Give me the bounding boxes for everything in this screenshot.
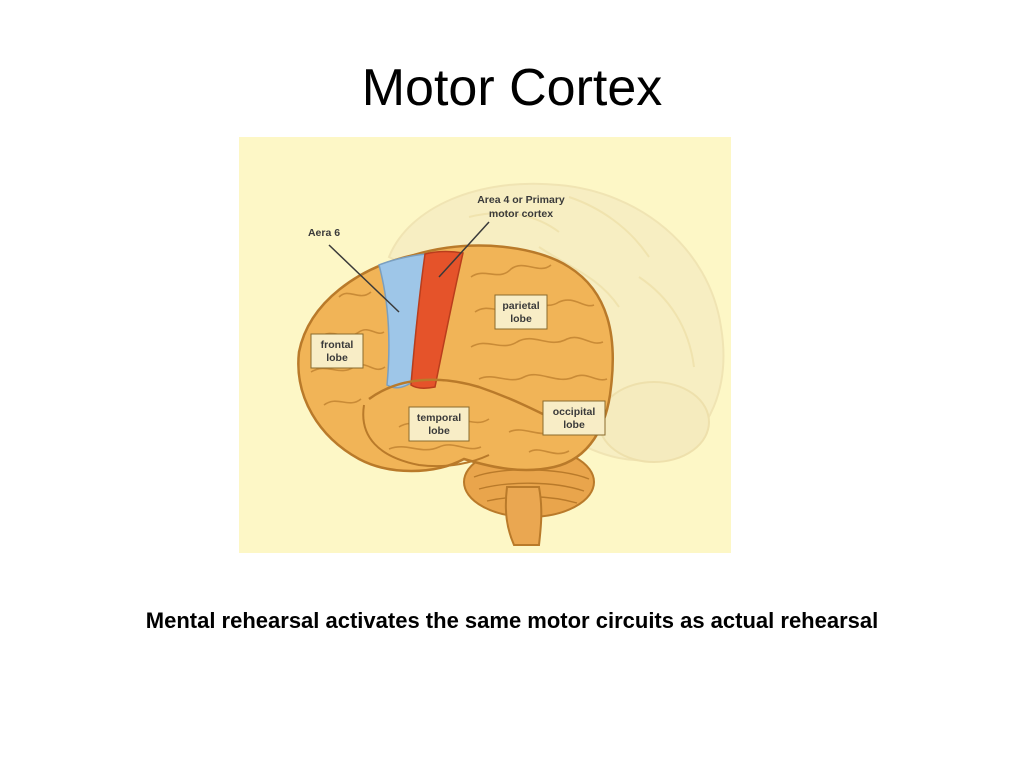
area6-label: Aera 6: [308, 227, 340, 239]
area4-label-line1: Area 4 or Primary: [477, 194, 565, 206]
area4-label-line2: motor cortex: [489, 208, 553, 220]
area4-leader-line: [438, 221, 490, 278]
temporal-label-line1: temporal: [417, 412, 461, 424]
slide-title: Motor Cortex: [361, 59, 663, 117]
occipital-label-line1: occipital: [553, 406, 596, 418]
parietal-label-line1: parietal: [502, 300, 539, 312]
slide-caption: Mental rehearsal activates the same moto…: [145, 608, 879, 633]
parietal-label-line2: lobe: [510, 313, 532, 325]
brainstem: [504, 486, 543, 546]
parietal-label-box: [494, 294, 548, 330]
occipital-label-line2: lobe: [563, 419, 585, 431]
lateral-fissure: [368, 378, 570, 429]
temporal-label-line2: lobe: [428, 425, 450, 437]
frontal-label-box: [310, 333, 364, 369]
temporal-label-box: [408, 406, 470, 442]
brain-lateral-view: [297, 244, 614, 546]
frontal-label-line1: frontal: [321, 339, 354, 351]
area6-leader-line: [328, 244, 400, 313]
area4-region: [410, 250, 464, 390]
brain-illustration: Area 4 or Primary motor cortex Aera 6 fr…: [239, 137, 731, 553]
occipital-label-box: [542, 400, 606, 436]
frontal-label-line2: lobe: [326, 352, 348, 364]
